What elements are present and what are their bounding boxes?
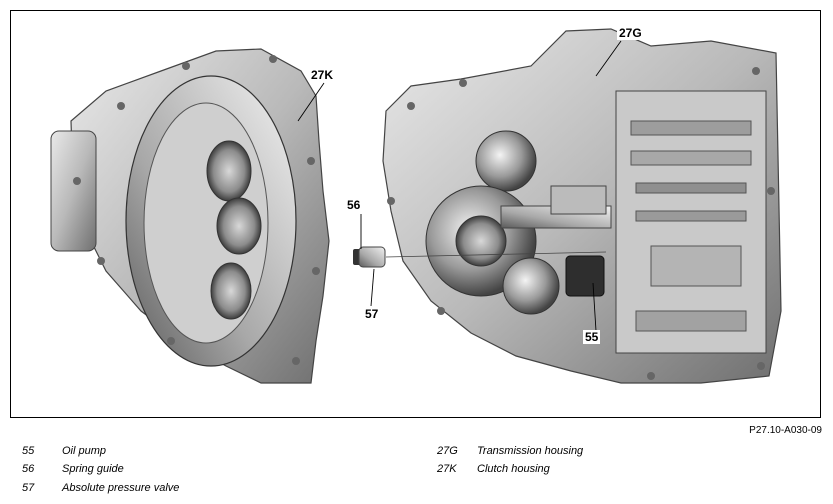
legend-number: 27G <box>437 445 458 457</box>
legend-number: 56 <box>22 463 35 475</box>
callout-27k: 27K <box>311 68 334 82</box>
clutch-housing <box>50 48 330 384</box>
legend-number: 55 <box>22 445 35 457</box>
callout-55: 55 <box>583 330 601 344</box>
callout-27g: 27G <box>617 26 644 40</box>
legend-text: Absolute pressure valve <box>62 482 180 494</box>
legend-text: Transmission housing <box>477 445 584 457</box>
legend-text: Oil pump <box>62 445 107 457</box>
legend-number: 57 <box>22 482 35 494</box>
legend-text: Spring guide <box>62 463 124 475</box>
leader-55 <box>592 282 597 332</box>
transmission-exploded-illustration <box>50 28 782 384</box>
leader-27k <box>297 82 325 122</box>
legend-number: 27K <box>437 463 457 475</box>
legend-item: 27K Clutch housing <box>437 463 737 476</box>
legend-item: 55 Oil pump <box>22 445 322 458</box>
figure-reference: P27.10-A030-09 <box>749 425 822 436</box>
callout-56: 56 <box>347 198 361 212</box>
leader-27g <box>595 40 622 77</box>
spring-guide-and-pressure-valve <box>353 246 607 268</box>
transmission-housing <box>382 28 782 384</box>
leader-57 <box>370 268 375 307</box>
legend-item: 27G Transmission housing <box>437 445 737 458</box>
legend-text: Clutch housing <box>477 463 550 475</box>
legend-item: 57 Absolute pressure valve <box>22 482 322 495</box>
illustration-frame: 27K 27G 56 57 55 <box>10 10 821 418</box>
callout-57: 57 <box>365 307 379 321</box>
legend-item: 56 Spring guide <box>22 463 322 476</box>
